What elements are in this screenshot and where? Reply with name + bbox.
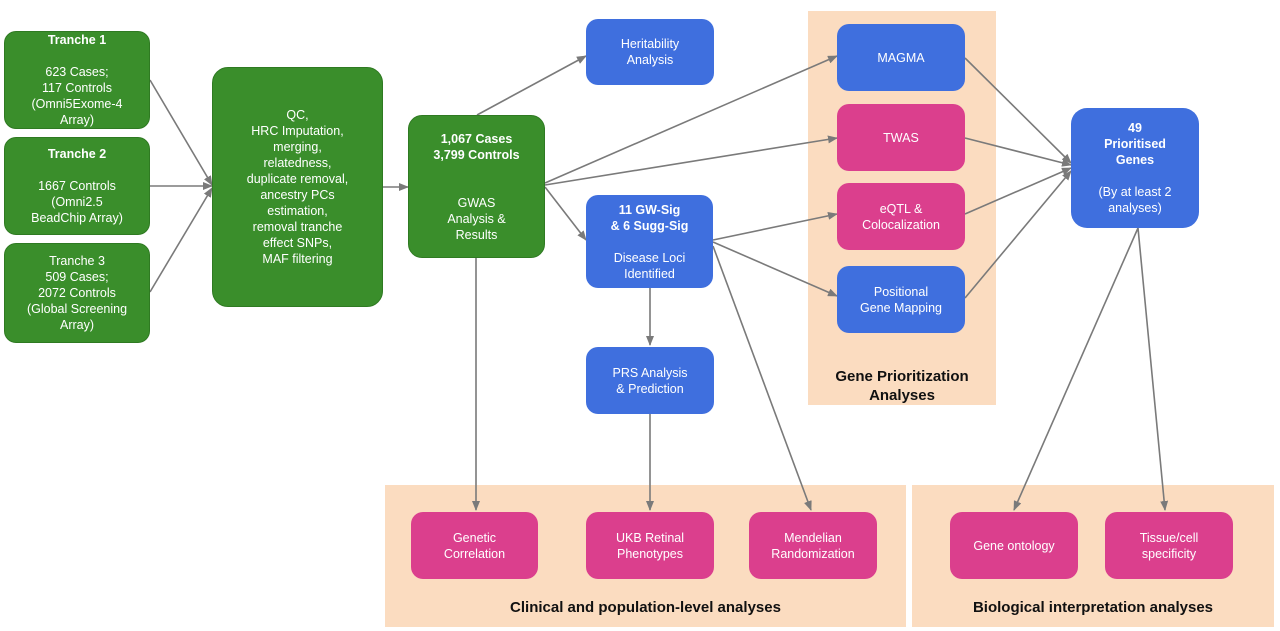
gwas-box: 1,067 Cases 3,799 Controls GWAS Analysis… — [408, 115, 545, 258]
tranche-3-box: Tranche 3 509 Cases; 2072 Controls (Glob… — [4, 243, 150, 343]
mendelian-box: Mendelian Randomization — [749, 512, 877, 579]
tranche-1-title: Tranche 1 — [47, 33, 107, 47]
tissue-cell-label: Tissue/cell specificity — [1139, 530, 1199, 561]
arrow-loci-positional — [712, 241, 838, 297]
tranche-2-title: Tranche 2 — [47, 147, 107, 161]
magma-label: MAGMA — [877, 50, 925, 65]
ukb-retinal-box: UKB Retinal Phenotypes — [586, 512, 714, 579]
genetic-correlation-label: Genetic Correlation — [443, 530, 506, 561]
gene-ontology-label: Gene ontology — [973, 538, 1055, 553]
gwas-body: GWAS Analysis & Results — [447, 195, 506, 242]
positional-label: Positional Gene Mapping — [859, 284, 942, 315]
gwas-title: 1,067 Cases 3,799 Controls — [433, 131, 520, 162]
tissue-cell-box: Tissue/cell specificity — [1105, 512, 1233, 579]
qc-box: QC, HRC Imputation, merging, relatedness… — [212, 67, 383, 307]
arrow-loci-mendelian — [712, 245, 812, 511]
heritability-box: Heritability Analysis — [586, 19, 714, 85]
loci-box: 11 GW-Sig & 6 Sugg-Sig Disease Loci Iden… — [586, 195, 713, 288]
tranche-3-body: Tranche 3 509 Cases; 2072 Controls (Glob… — [26, 254, 128, 332]
eqtl-label: eQTL & Colocalization — [862, 201, 940, 232]
twas-label: TWAS — [883, 130, 919, 145]
mendelian-label: Mendelian Randomization — [771, 530, 855, 561]
arrow-gwas-loci — [544, 186, 587, 241]
prioritised-title: 49 Prioritised Genes — [1104, 121, 1166, 167]
positional-box: Positional Gene Mapping — [837, 266, 965, 333]
eqtl-box: eQTL & Colocalization — [837, 183, 965, 250]
prioritised-genes-box: 49 Prioritised Genes (By at least 2 anal… — [1071, 108, 1199, 228]
clinical-panel-title: Clinical and population-level analyses — [510, 599, 781, 616]
prs-body: PRS Analysis & Prediction — [612, 365, 688, 396]
magma-box: MAGMA — [837, 24, 965, 91]
loci-body: Disease Loci Identified — [613, 250, 686, 281]
arrow-positional-prioritised — [964, 170, 1072, 299]
biological-panel-title: Biological interpretation analyses — [972, 599, 1214, 616]
arrow-eqtl-prioritised — [964, 167, 1072, 215]
gene-ontology-box: Gene ontology — [950, 512, 1078, 579]
ukb-retinal-label: UKB Retinal Phenotypes — [615, 530, 685, 561]
prioritised-body: (By at least 2 analyses) — [1098, 185, 1172, 215]
tranche-2-body: 1667 Controls (Omni2.5 BeadChip Array) — [31, 179, 123, 225]
arrow-tranche3-qc — [149, 187, 213, 293]
genetic-correlation-box: Genetic Correlation — [411, 512, 538, 579]
tranche-1-body: 623 Cases; 117 Controls (Omni5Exome-4 Ar… — [31, 65, 123, 127]
twas-box: TWAS — [837, 104, 965, 171]
tranche-2-box: Tranche 2 1667 Controls (Omni2.5 BeadChi… — [4, 137, 150, 235]
gene-prioritization-title: Gene Prioritization Analyses — [835, 368, 969, 404]
qc-body: QC, HRC Imputation, merging, relatedness… — [246, 108, 349, 266]
prs-box: PRS Analysis & Prediction — [586, 347, 714, 414]
arrow-prioritised-tissue — [1137, 227, 1169, 511]
arrow-loci-eqtl — [712, 211, 838, 241]
arrow-magma-prioritised — [964, 57, 1072, 164]
arrow-tranche1-qc — [149, 79, 213, 186]
arrow-gwas-heritability — [476, 55, 587, 116]
arrow-gwas-magma — [544, 55, 838, 184]
arrow-prioritised-ontology — [1013, 227, 1139, 511]
loci-title: 11 GW-Sig & 6 Sugg-Sig — [610, 202, 689, 233]
arrow-gwas-twas — [544, 135, 838, 186]
arrow-twas-prioritised — [964, 137, 1072, 167]
tranche-1-box: Tranche 1 623 Cases; 117 Controls (Omni5… — [4, 31, 150, 129]
heritability-body: Heritability Analysis — [620, 37, 680, 67]
